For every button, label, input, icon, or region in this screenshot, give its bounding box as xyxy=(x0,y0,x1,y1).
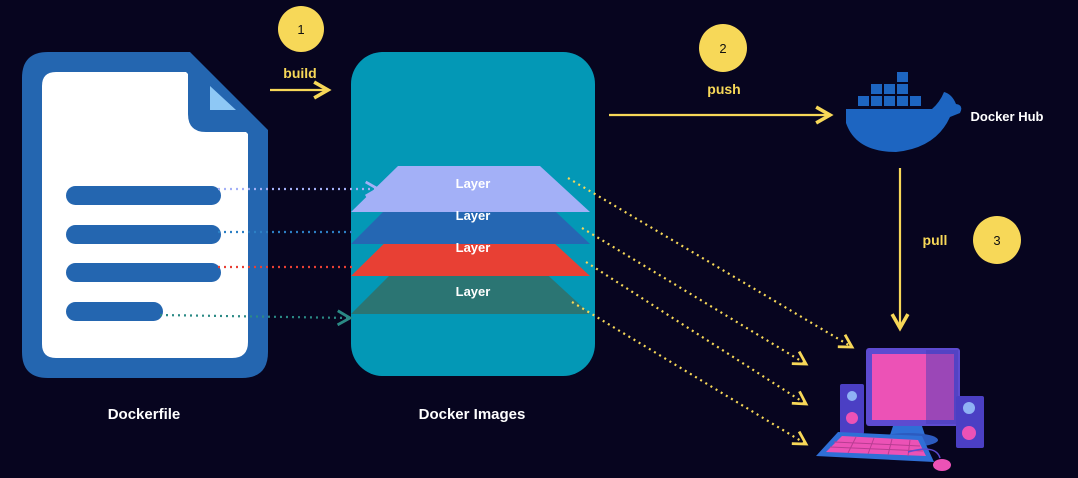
step-3-label: pull xyxy=(923,232,948,248)
layer-4-to-computer xyxy=(571,301,809,446)
step-2-badge xyxy=(699,24,747,72)
line-to-layer-4 xyxy=(159,309,353,327)
layer-3-to-computer xyxy=(585,261,809,406)
docker-hub-label: Docker Hub xyxy=(971,109,1044,124)
dockerfile-line-1 xyxy=(66,186,221,205)
docker-images-label: Docker Images xyxy=(419,406,526,423)
step-1-number: 1 xyxy=(297,22,304,37)
step-1-label: build xyxy=(283,65,316,81)
step-2-label: push xyxy=(707,81,740,97)
step-3-badge xyxy=(973,216,1021,264)
layer-4-shape xyxy=(351,268,590,314)
document-icon xyxy=(22,52,268,378)
layer-4-label: Layer xyxy=(456,284,491,299)
dockerfile-label: Dockerfile xyxy=(108,406,181,423)
dockerfile-line-2 xyxy=(66,225,221,244)
dockerfile-line-4 xyxy=(66,302,163,321)
layer-2-to-computer xyxy=(581,227,809,366)
layer-1-shape xyxy=(351,166,590,212)
docker-whale-icon xyxy=(846,72,962,152)
layer-3-label: Layer xyxy=(456,240,491,255)
step-2-number: 2 xyxy=(719,41,726,56)
step-1-badge xyxy=(278,6,324,52)
layer-1-to-computer xyxy=(567,177,855,349)
layer-1-label: Layer xyxy=(456,176,491,191)
computer-icon xyxy=(816,348,984,471)
layer-2-label: Layer xyxy=(456,208,491,223)
dockerfile-line-3 xyxy=(66,263,221,282)
step-3-number: 3 xyxy=(993,233,1000,248)
